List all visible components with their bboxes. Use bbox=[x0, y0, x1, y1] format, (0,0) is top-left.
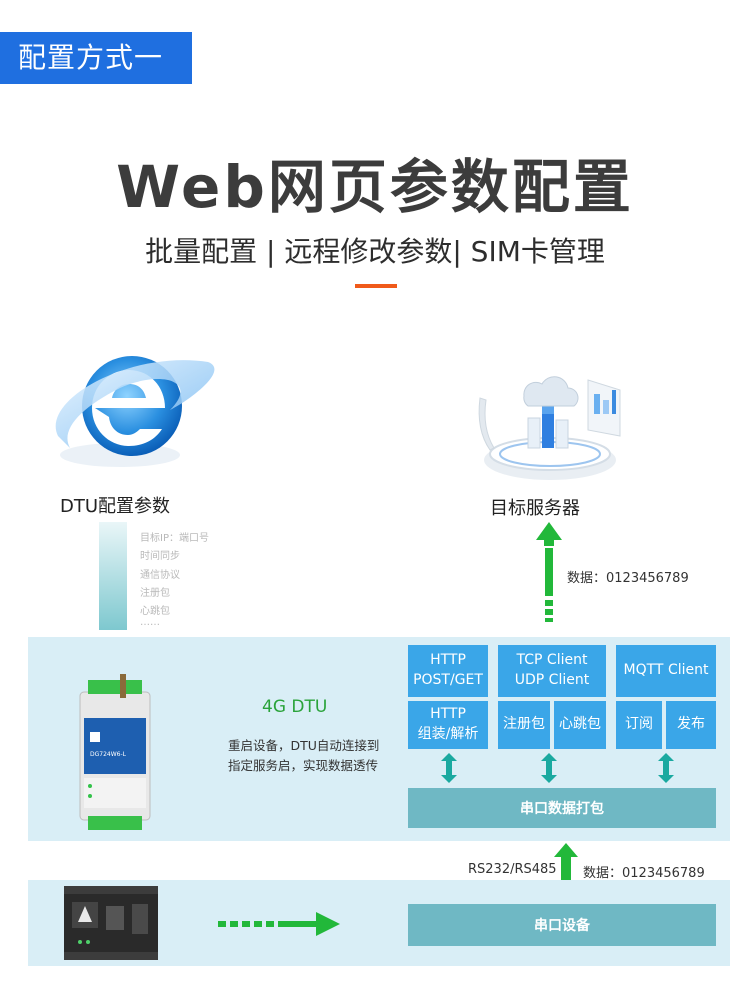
data-label-upper: 数据：0123456789 bbox=[567, 571, 689, 586]
serial-device-box: 串口设备 bbox=[408, 904, 716, 946]
http-assemble-line2: 组装/解析 bbox=[417, 726, 479, 742]
arrow-up-to-dtu bbox=[554, 843, 578, 881]
mqtt-client-box: MQTT Client bbox=[616, 645, 716, 697]
dtu-description-line2: 指定服务启，实现数据透传 bbox=[228, 758, 379, 773]
heartbeat-packet-box: 心跳包 bbox=[554, 701, 606, 749]
arrow-right-to-serial bbox=[218, 912, 340, 936]
dtu-device-image: DG724W6-L bbox=[79, 674, 151, 830]
data-label-lower: 数据：0123456789 bbox=[583, 866, 705, 881]
accent-divider bbox=[355, 284, 397, 288]
dtu-description-line1: 重启设备，DTU自动连接到 bbox=[228, 738, 380, 753]
http-post-get-line1: HTTP bbox=[430, 652, 466, 669]
param-item: 目标IP：端口号 bbox=[140, 533, 209, 544]
param-item: …… bbox=[140, 617, 160, 628]
tcp-client-text: TCP Client bbox=[516, 652, 588, 669]
http-post-get-line2: POST/GET bbox=[413, 672, 483, 688]
double-arrow-mqtt bbox=[658, 753, 674, 783]
double-arrow-tcp bbox=[541, 753, 557, 783]
param-item: 通信协议 bbox=[140, 570, 180, 581]
page-subtitle: 批量配置 | 远程修改参数| SIM卡管理 bbox=[145, 235, 605, 268]
register-packet-box: 注册包 bbox=[498, 701, 550, 749]
server-label: 目标服务器 bbox=[490, 498, 580, 519]
section-badge: 配置方式一 bbox=[0, 32, 192, 84]
tcp-udp-client-box: TCP Client UDP Client bbox=[498, 645, 606, 697]
internet-explorer-icon bbox=[55, 356, 215, 467]
udp-client-text: UDP Client bbox=[514, 672, 590, 688]
http-post-get-box: HTTP POST/GET bbox=[408, 645, 488, 697]
page-title: Web网页参数配置 bbox=[116, 153, 634, 221]
dtu-title: 4G DTU bbox=[262, 697, 328, 717]
plc-device-image bbox=[64, 886, 158, 960]
device-model-text: DG724W6-L bbox=[90, 751, 127, 758]
serial-data-pack-box: 串口数据打包 bbox=[408, 788, 716, 828]
param-item: 注册包 bbox=[140, 588, 170, 599]
subscribe-box: 订阅 bbox=[616, 701, 662, 749]
arrow-up-to-server bbox=[536, 522, 562, 622]
http-assemble-parse-box: HTTP 组装/解析 bbox=[408, 701, 488, 749]
publish-box: 发布 bbox=[666, 701, 716, 749]
param-item: 时间同步 bbox=[140, 551, 180, 562]
http-assemble-line1: HTTP bbox=[430, 706, 466, 723]
param-gradient-strip bbox=[99, 522, 127, 630]
cloud-server-icon bbox=[478, 376, 621, 480]
param-item: 心跳包 bbox=[140, 606, 170, 617]
rs232-rs485-label: RS232/RS485 bbox=[468, 862, 557, 877]
dtu-config-label: DTU配置参数 bbox=[60, 496, 171, 517]
double-arrow-http bbox=[441, 753, 457, 783]
